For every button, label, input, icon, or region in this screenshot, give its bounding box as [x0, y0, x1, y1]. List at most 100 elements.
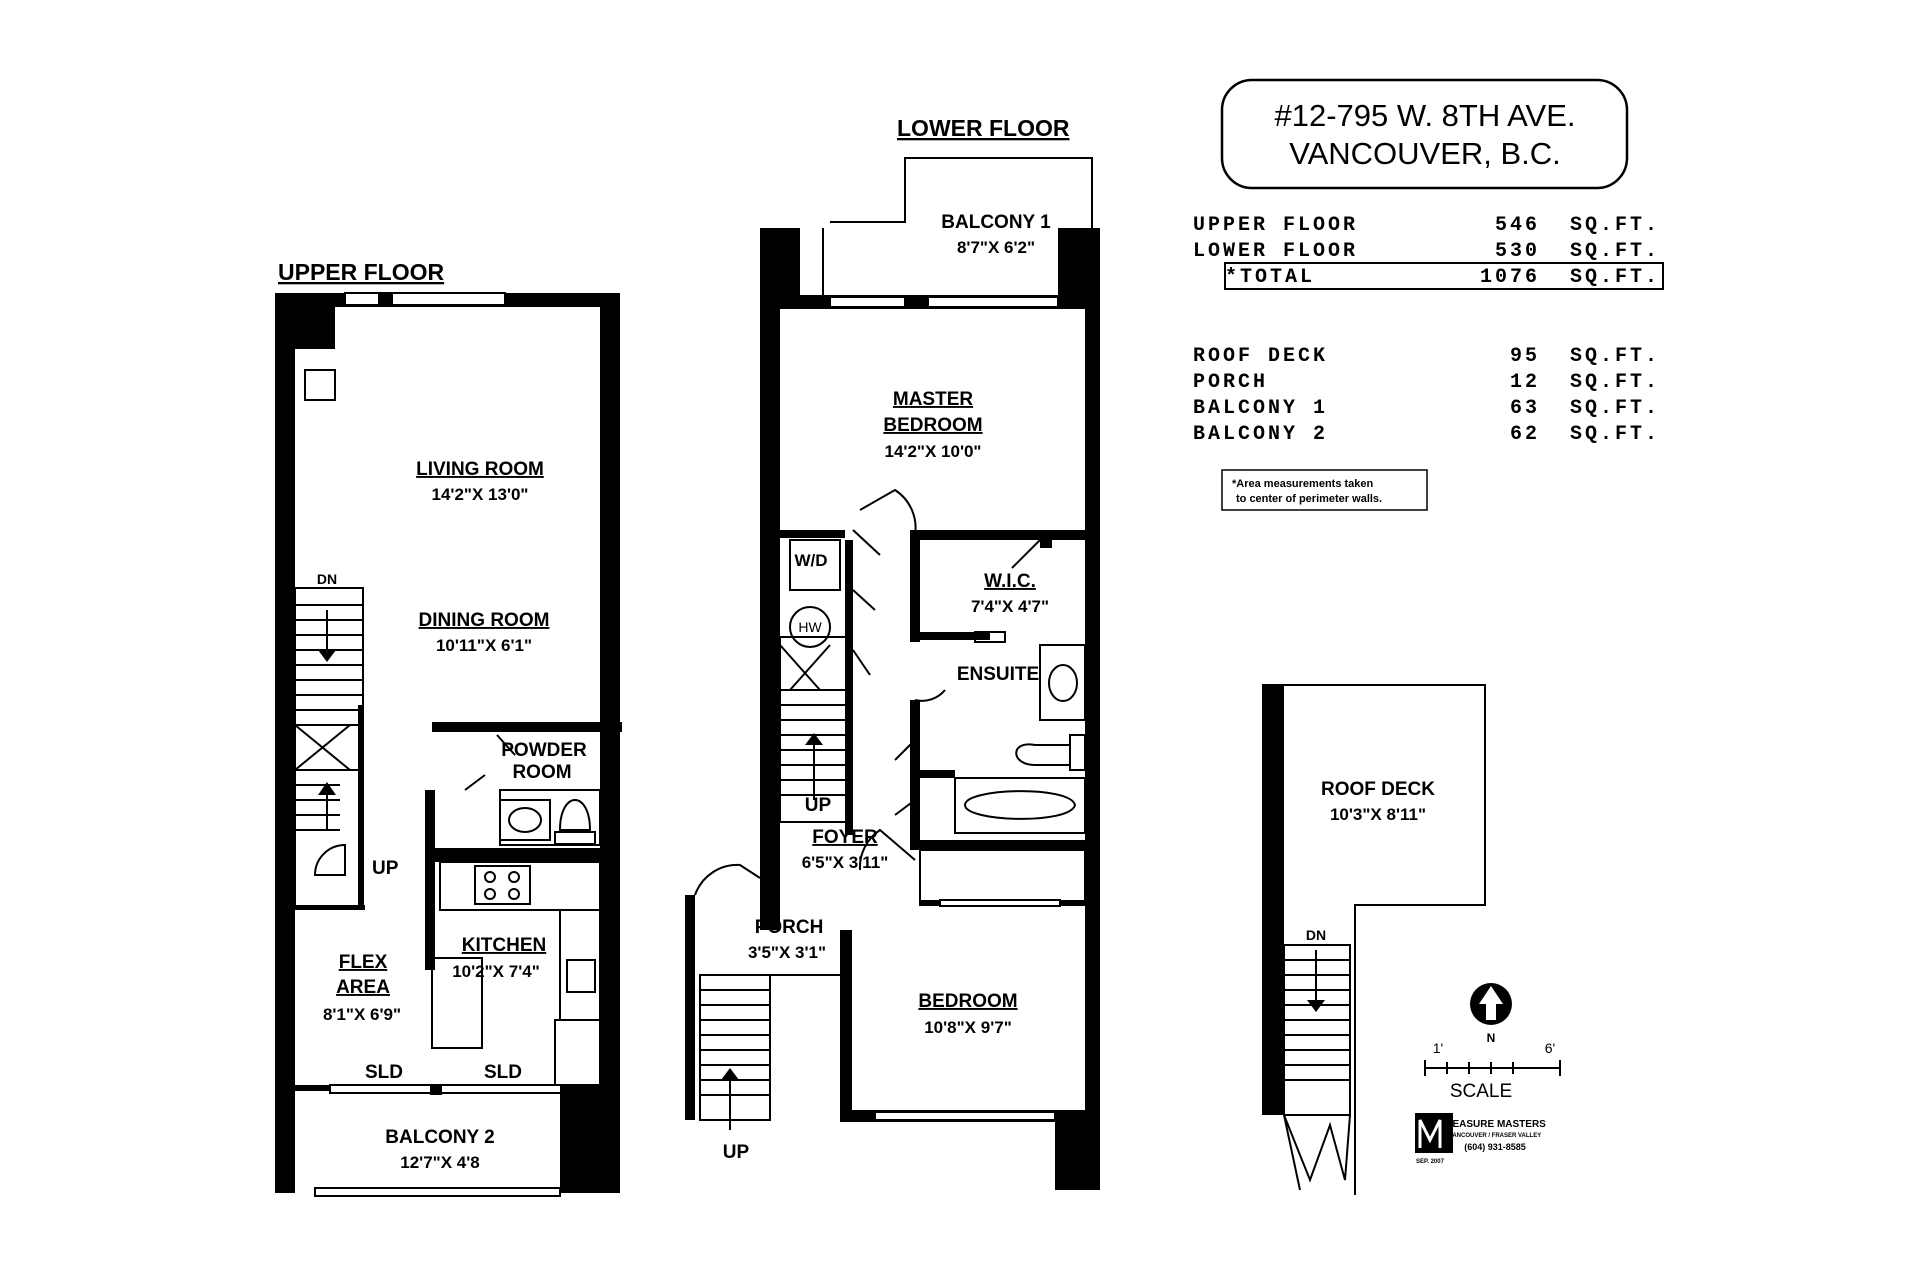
balcony1-dim: 8'7"X 6'2" — [957, 238, 1035, 257]
porch-name: PORCH — [755, 917, 824, 938]
extra-name-3: BALCONY 2 — [1193, 423, 1328, 446]
kitchen-counter — [439, 861, 601, 911]
area-unit-2: SQ.FT. — [1570, 266, 1660, 289]
upper-stairs — [294, 587, 365, 910]
upper-floor-title: UPPER FLOOR — [278, 259, 445, 285]
kitchen-sink — [566, 959, 596, 993]
sld-label-2: SLD — [484, 1062, 522, 1083]
extra-name-1: PORCH — [1193, 371, 1268, 394]
roof-deck-name: ROOF DECK — [1321, 779, 1435, 800]
porch-dim: 3'5"X 3'1" — [748, 943, 826, 962]
foyer-dim: 6'5"X 3'11" — [802, 853, 889, 872]
dining-room-name: DINING ROOM — [419, 610, 550, 631]
upper-corner-column — [275, 293, 335, 349]
total-box — [1224, 262, 1664, 290]
powder-room-name-2: ROOM — [512, 762, 571, 783]
roof-stairs-dn-label: DN — [1306, 927, 1326, 943]
porch-stairs — [699, 974, 771, 1121]
balcony1-rail — [830, 157, 1093, 228]
area-unit-1: SQ.FT. — [1570, 240, 1660, 263]
hot-water-tank — [789, 606, 831, 648]
upper-stairs-up-label: UP — [372, 858, 399, 879]
sliding-door-1 — [329, 1084, 601, 1094]
upper-north-window — [344, 292, 506, 306]
extra-unit-1: SQ.FT. — [1570, 371, 1660, 394]
flex-area-dim: 8'1"X 6'9" — [323, 1005, 401, 1024]
wd-label: W/D — [794, 551, 827, 570]
extra-unit-3: SQ.FT. — [1570, 423, 1660, 446]
roof-deck-plan: DN ROOF DECK 10'3"X 8'11" — [1262, 684, 1486, 1195]
ensuite-bathtub — [954, 777, 1086, 834]
area-name-2: *TOTAL — [1225, 266, 1315, 289]
extra-value-3: 62 — [1510, 423, 1540, 446]
lower-east-wall — [1085, 300, 1100, 900]
extra-value-0: 95 — [1510, 345, 1540, 368]
area-name-0: UPPER FLOOR — [1193, 214, 1358, 237]
balcony1-sliding-door — [927, 296, 1059, 308]
wic-dim: 7'4"X 4'7" — [971, 597, 1049, 616]
balcony2-rail — [314, 1187, 561, 1197]
lower-west-wall — [760, 228, 780, 878]
logo-brand: MEASURE MASTERS — [1444, 1119, 1546, 1130]
roof-stairs — [1283, 944, 1351, 1116]
bedroom-window — [874, 1111, 1056, 1121]
area-name-1: LOWER FLOOR — [1193, 240, 1358, 263]
extra-value-1: 12 — [1510, 371, 1540, 394]
porch-stairs-up-label: UP — [723, 1142, 750, 1163]
balcony2-name: BALCONY 2 — [385, 1127, 494, 1148]
scale-left-label: 1' — [1433, 1040, 1443, 1056]
extra-unit-0: SQ.FT. — [1570, 345, 1660, 368]
master-bedroom-name-1: MASTER — [893, 389, 974, 410]
dining-room-dim: 10'11"X 6'1" — [436, 636, 532, 655]
sld-label-1: SLD — [365, 1062, 403, 1083]
kitchen-name: KITCHEN — [462, 935, 546, 956]
bedroom-dim: 10'8"X 9'7" — [924, 1018, 1012, 1037]
powder-sink — [499, 799, 551, 841]
address-line-2: VANCOUVER, B.C. — [1289, 136, 1561, 171]
wic-name: W.I.C. — [984, 571, 1036, 592]
upper-west-wall — [275, 293, 295, 1193]
extra-name-2: BALCONY 1 — [1193, 397, 1328, 420]
balcony2-dim: 12'7"X 4'8 — [400, 1153, 479, 1172]
upper-stairs-dn-label: DN — [317, 571, 337, 587]
ensuite-vanity — [1039, 644, 1086, 721]
area-unit-0: SQ.FT. — [1570, 214, 1660, 237]
compass: N — [1470, 983, 1512, 1045]
washer-dryer — [789, 539, 841, 591]
logo-sub: VANCOUVER / FRASER VALLEY — [1449, 1133, 1541, 1139]
footnote-line-2: to center of perimeter walls. — [1236, 493, 1382, 505]
living-room-dim: 14'2"X 13'0" — [432, 485, 529, 504]
bedroom-name: BEDROOM — [918, 991, 1017, 1012]
master-bedroom-dim: 14'2"X 10'0" — [885, 442, 982, 461]
upper-floor-plan: UPPER FLOOR — [275, 259, 622, 1197]
area-value-2: 1076 — [1480, 266, 1540, 289]
lower-floor-title: LOWER FLOOR — [897, 115, 1070, 141]
lower-floor-plan: LOWER FLOOR — [685, 115, 1100, 1190]
kitchen-dim: 10'2"X 7'4" — [452, 962, 540, 981]
powder-room-name-1: POWDER — [501, 740, 587, 761]
hw-label: HW — [798, 619, 822, 635]
flex-area-name-2: AREA — [336, 977, 390, 998]
bedroom-west-wall — [840, 930, 852, 1120]
north-label: N — [1487, 1031, 1496, 1045]
foyer-name: FOYER — [812, 827, 878, 848]
extra-value-2: 63 — [1510, 397, 1540, 420]
balcony1-name: BALCONY 1 — [941, 212, 1051, 233]
flex-area-name-1: FLEX — [339, 952, 388, 973]
powder-toilet — [558, 799, 592, 831]
ensuite-toilet — [1015, 743, 1071, 766]
ensuite-name: ENSUITE — [957, 664, 1039, 685]
kitchen-island — [431, 957, 483, 1049]
master-bedroom-name-2: BEDROOM — [883, 415, 982, 436]
footnote-box — [1221, 469, 1428, 511]
extra-name-0: ROOF DECK — [1193, 345, 1328, 368]
kitchen-stove — [474, 865, 531, 905]
area-value-1: 530 — [1495, 240, 1540, 263]
living-room-name: LIVING ROOM — [416, 459, 544, 480]
logo-phone: (604) 931-8585 — [1464, 1142, 1526, 1152]
area-value-0: 546 — [1495, 214, 1540, 237]
scale-right-label: 6' — [1545, 1040, 1555, 1056]
info-block: #12-795 W. 8TH AVE. VANCOUVER, B.C. UPPE… — [1193, 78, 1664, 511]
footnote-line-1: *Area measurements taken — [1232, 478, 1374, 490]
